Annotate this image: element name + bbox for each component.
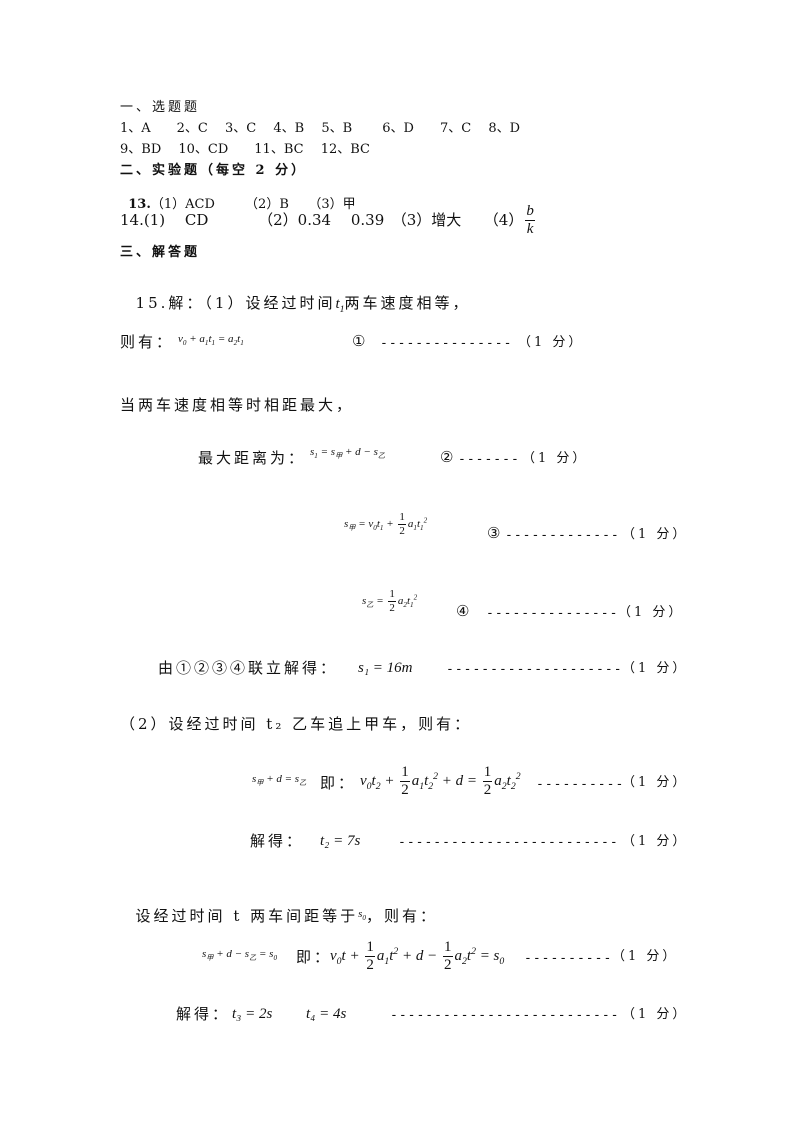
line3-marker: ② [440,448,454,466]
section1-title: 一、选题题 [120,100,201,115]
line6-dashes: -------------------- [446,662,623,677]
answers-row-2: 9、BD 10、CD 11、BC 12、BC [120,142,370,157]
line1-score: （1 分） [518,335,585,350]
q14-line: 14.(1) CD （2）0.34 0.39 （3）增大 （4） b k [120,204,537,237]
answers-row-1: 1、A 2、C 3、C 4、B 5、B 6、D 7、C 8、D [120,121,521,136]
q15-intro-var: t1 [335,296,345,315]
line10-text: 设经过时间 t 两车间距等于s0，则有： [120,894,438,924]
line11-prefix: 即： [296,948,333,966]
q13-line: 13.（1）ACD （2）B （3）甲 [120,185,356,212]
q13-body: （1）ACD （2）B （3）甲 [150,197,356,212]
line8-score: （1 分） [622,775,689,790]
line4-score: （1 分） [622,527,689,542]
line1-prefix: 则有： [120,333,175,351]
q14-fraction: b k [525,204,535,237]
q13-number: 13. [128,197,151,212]
line5-dashes: --------------- [486,606,619,621]
line10-var: s0 [358,908,366,923]
line8-prefix: 即： [320,774,357,792]
line12-result-2: t₄ = 4s [306,1006,347,1022]
line11-condition: s甲 + d − s乙 = s0 [202,948,278,963]
line10-text-end: ，则有： [365,907,438,925]
line9-prefix: 解得： [250,832,305,850]
q15-intro-text: 15.解：（1）设经过时间 [135,294,336,312]
line8-condition: s甲 + d = s乙 [252,773,307,788]
line3-equation: s1 = s甲 + d − s乙 [310,446,386,461]
line6-score: （1 分） [622,661,689,676]
line9-result: t₂ = 7s [320,833,361,849]
line10-var-sub: 0 [362,914,366,923]
line10-text-main: 设经过时间 t 两车间距等于 [135,907,359,925]
q14-fraction-denominator: k [526,221,534,237]
line5-score: （1 分） [618,605,685,620]
line4-marker: ③ [487,524,501,542]
line3-prefix: 最大距离为： [198,449,307,467]
line5-marker: ④ [456,602,470,620]
line4-dashes: ------------- [505,528,620,543]
line11-dashes: ---------- [524,951,613,966]
q14-body: 14.(1) CD （2）0.34 0.39 （3）增大 （4） [120,211,524,229]
line12-result-1: t₃ = 2s [232,1006,273,1022]
section2-title: 二、实验题（每空 2 分） [120,163,308,178]
line6-prefix: 由①②③④联立解得： [158,659,339,677]
line6-result: s₁ = 16m [358,660,413,676]
q15-intro: 15.解：（1）设经过时间t1两车速度相等， [120,281,471,315]
line12-score: （1 分） [622,1007,689,1022]
line9-dashes: ------------------------- [398,835,619,850]
line10-var-s: s [358,908,363,920]
q15-var-t: t [335,296,340,312]
q15-intro-end: 两车速度相等， [344,294,471,312]
q15-var-sub: 1 [339,304,345,315]
line1-marker: ① [352,332,366,350]
line8-dashes: ---------- [536,777,625,792]
line11-score: （1 分） [612,949,679,964]
line7-text: （2）设经过时间 t₂ 乙车追上甲车，则有： [120,715,473,733]
line9-score: （1 分） [622,834,689,849]
q14-fraction-numerator: b [525,203,535,221]
line3-dashes: ------- [458,452,520,467]
line12-dashes: -------------------------- [390,1008,620,1023]
line1-equation: v0 + a1t1 = a2t1 [178,333,244,348]
line12-prefix: 解得： [176,1005,231,1023]
line3-score: （1 分） [522,451,589,466]
section3-title: 三、解答题 [120,245,201,260]
line2-text: 当两车速度相等时相距最大， [120,396,355,414]
line1-dashes: --------------- [380,336,513,351]
